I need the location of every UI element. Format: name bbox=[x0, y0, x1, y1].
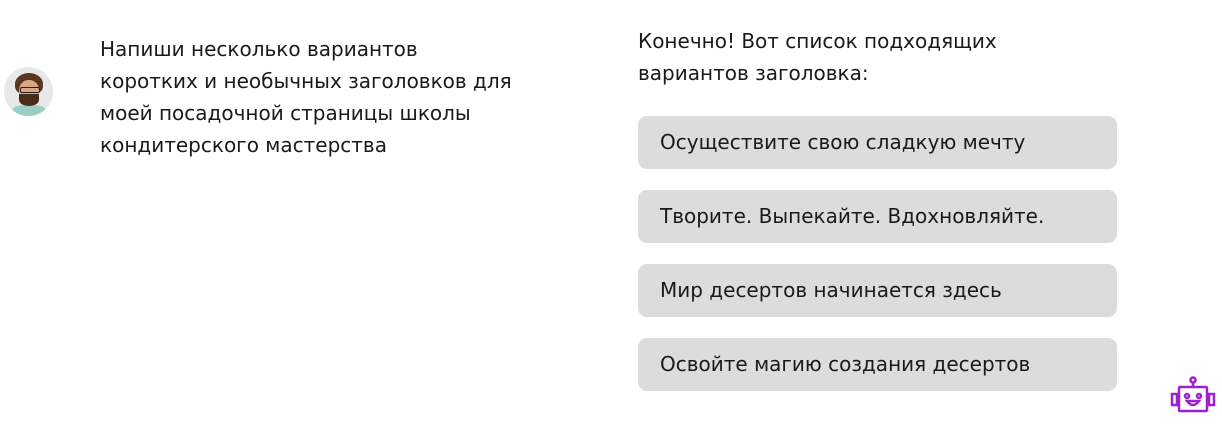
avatar-glasses bbox=[20, 87, 40, 93]
avatar-beard bbox=[19, 94, 39, 106]
avatar-shirt bbox=[12, 105, 46, 116]
user-avatar bbox=[4, 67, 53, 116]
bot-intro: Конечно! Вот список подходящих вариантов… bbox=[638, 29, 997, 85]
headline-option[interactable]: Творите. Выпекайте. Вдохновляйте. bbox=[638, 190, 1117, 243]
user-message: Напиши несколько вариантов коротких и не… bbox=[100, 37, 512, 157]
headline-option[interactable]: Осуществите свою сладкую мечту bbox=[638, 116, 1117, 169]
headline-option[interactable]: Освойте магию создания десертов bbox=[638, 338, 1117, 391]
headline-option[interactable]: Мир десертов начинается здесь bbox=[638, 264, 1117, 317]
robot-icon bbox=[1170, 376, 1216, 413]
